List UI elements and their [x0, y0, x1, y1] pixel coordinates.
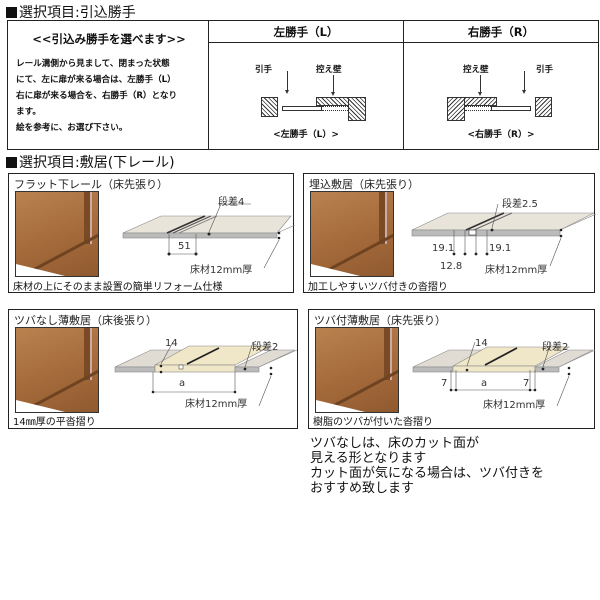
left-hand-diagram: 引手 控え壁 <左勝手（L）> [209, 43, 403, 149]
dim-right: 7 [523, 378, 530, 389]
option-footer: 床材の上にそのまま設置の簡単リフォーム仕様 [13, 282, 223, 293]
dim-floor: 床材12mm厚 [485, 265, 548, 276]
section-title-text: 選択項目:引込勝手 [19, 5, 136, 21]
thin-flanged-photo [315, 327, 399, 413]
wall-label: 控え壁 [463, 65, 489, 75]
dim-left: 19.1 [432, 243, 455, 254]
note-line: ツバなしは、床のカット面が [310, 436, 480, 451]
left-hand-caption: <左勝手（L）> [273, 130, 339, 140]
description-line: レール溝側から見まして、閉まった状態 [16, 59, 170, 69]
note-line: カット面が気になる場合は、ツバ付きを [310, 466, 545, 481]
jamb-hatch [261, 97, 278, 117]
wall-label: 控え壁 [316, 65, 342, 75]
option-title: フラット下レール（床先張り） [14, 178, 168, 191]
sill-option-thin-flanged[interactable]: ツバ付薄敷居（床先張り） 14 段差2 7 a 7 床材12mm厚 樹脂のツバが… [308, 309, 595, 429]
thin-flanged-diagram [412, 341, 595, 407]
handing-description-heading: <<引込み勝手を選べます>> [32, 32, 186, 46]
section-title-text: 選択項目:敷居(下レール) [19, 155, 175, 171]
description-line: にて、左に扉が来る場合は、左勝手（L） [16, 75, 176, 85]
dim-right: 19.1 [489, 243, 512, 254]
dim-width: a [481, 378, 488, 389]
square-bullet-icon [6, 157, 17, 168]
embedded-sill-diagram [411, 203, 596, 267]
handing-table: <<引込み勝手を選べます>> レール溝側から見まして、閉まった状態 にて、左に扉… [7, 20, 599, 150]
flange-note: ツバなしは、床のカット面が 見える形となります カット面が気になる場合は、ツバ付… [310, 436, 544, 496]
pocket-dotted [465, 106, 491, 111]
option-footer: 14㎜厚の平沓摺り [13, 417, 96, 428]
option-title: ツバなし薄敷居（床後張り） [14, 314, 157, 327]
sill-option-flat-rail[interactable]: フラット下レール（床先張り） 段差4 51 床材12mm厚 床材の上にそのまま設… [8, 173, 295, 293]
option-footer: 加工しやすいツバ付きの沓摺り [308, 282, 448, 293]
sill-option-thin-no-flange[interactable]: ツバなし薄敷居（床後張り） 14 段差2 a 床材12mm厚 14㎜厚の平沓摺り [8, 309, 298, 429]
arrow-icon [285, 71, 289, 94]
dim-top: 14 [475, 338, 488, 349]
option-title: 埋込敷居（床先張り） [309, 178, 419, 191]
left-hand-option[interactable]: 左勝手（L） 引手 控え壁 <左勝手（L）> [209, 21, 404, 149]
right-hand-diagram: 控え壁 引手 <右勝手（R）> [404, 43, 598, 149]
dim-floor: 床材12mm厚 [483, 400, 546, 411]
wall-hatch [447, 97, 465, 121]
dim-floor: 床材12mm厚 [190, 265, 253, 276]
arrow-icon [331, 75, 335, 96]
dim-left: 7 [441, 378, 448, 389]
section-title-sill: 選択項目:敷居(下レール) [6, 152, 175, 172]
wall-hatch [348, 97, 366, 121]
arrow-icon [522, 71, 526, 94]
square-bullet-icon [6, 7, 17, 18]
jamb-hatch [535, 97, 552, 117]
thin-no-flange-photo [15, 327, 99, 413]
door-panel [491, 106, 531, 111]
flat-rail-photo [15, 191, 99, 277]
dim-width: 51 [178, 241, 191, 252]
right-hand-header: 右勝手（R） [404, 21, 598, 43]
description-line: ます。 [16, 107, 41, 117]
option-footer: 樹脂のツバが付いた沓摺り [313, 417, 433, 428]
dim-step: 段差2 [252, 342, 279, 353]
description-line: 絵を参考に、お選び下さい。 [16, 123, 128, 133]
dim-step: 段差4 [218, 197, 245, 208]
embedded-sill-photo [310, 191, 394, 277]
pocket-dotted [322, 106, 348, 111]
thin-no-flange-diagram [114, 341, 298, 407]
flat-rail-diagram [122, 203, 295, 269]
note-line: 見える形となります [310, 451, 427, 466]
pull-label: 引手 [255, 65, 273, 75]
dim-width: a [179, 378, 186, 389]
left-hand-header: 左勝手（L） [209, 21, 403, 43]
sill-option-embedded[interactable]: 埋込敷居（床先張り） 段差2.5 19.1 19.1 12.8 床材12mm厚 … [303, 173, 596, 293]
dim-step: 段差2 [542, 342, 569, 353]
dim-step: 段差2.5 [502, 199, 538, 210]
note-line: おすすめ致します [310, 481, 415, 496]
handing-description: <<引込み勝手を選べます>> レール溝側から見まして、閉まった状態 にて、左に扉… [8, 21, 209, 149]
right-hand-option[interactable]: 右勝手（R） 控え壁 引手 <右勝手（R）> [404, 21, 598, 149]
door-panel [282, 106, 322, 111]
dim-top: 14 [165, 338, 178, 349]
option-title: ツバ付薄敷居（床先張り） [314, 314, 446, 327]
section-title-handing: 選択項目:引込勝手 [6, 2, 136, 22]
dim-center: 12.8 [440, 261, 463, 272]
pull-label: 引手 [536, 65, 554, 75]
arrow-icon [478, 75, 482, 96]
dim-floor: 床材12mm厚 [185, 399, 248, 410]
right-hand-caption: <右勝手（R）> [467, 130, 535, 140]
description-line: 右に扉が来る場合を、右勝手（R）となり [16, 91, 178, 101]
